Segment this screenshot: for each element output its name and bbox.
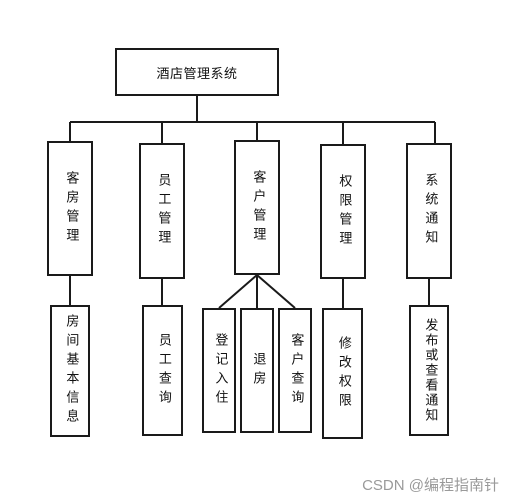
- module-staff: 员工管理: [139, 143, 185, 279]
- child-customer-query-label: 客户查询: [288, 332, 304, 409]
- module-permission-label: 权限管理: [336, 173, 352, 250]
- module-permission: 权限管理: [320, 144, 366, 279]
- module-staff-label: 员工管理: [155, 173, 171, 249]
- watermark: CSDN @编程指南针: [362, 477, 499, 494]
- child-modify-permission: 修改权限: [322, 308, 363, 439]
- module-notice: 系统通知: [406, 143, 452, 279]
- child-checkin-label: 登记入住: [212, 332, 228, 409]
- root-node: 酒店管理系统: [115, 48, 279, 96]
- module-notice-label: 系统通知: [422, 173, 438, 249]
- child-notice-publish: 发布或查看通知: [409, 305, 449, 436]
- child-staff-query-label: 员工查询: [155, 332, 171, 409]
- child-room-info-label: 房间基本信息: [63, 314, 79, 428]
- child-notice-publish-label: 发布或查看通知: [422, 318, 438, 423]
- child-customer-query: 客户查询: [278, 308, 312, 433]
- child-modify-permission-label: 修改权限: [335, 335, 351, 412]
- child-checkout: 退房: [240, 308, 274, 433]
- module-room-label: 客房管理: [63, 170, 79, 247]
- root-label: 酒店管理系统: [156, 66, 238, 82]
- module-room: 客房管理: [47, 141, 93, 276]
- child-room-info: 房间基本信息: [50, 305, 90, 437]
- module-customer: 客户管理: [234, 140, 280, 275]
- child-staff-query: 员工查询: [142, 305, 183, 436]
- child-checkout-label: 退房: [250, 351, 266, 390]
- module-customer-label: 客户管理: [250, 169, 266, 246]
- child-checkin: 登记入住: [202, 308, 236, 433]
